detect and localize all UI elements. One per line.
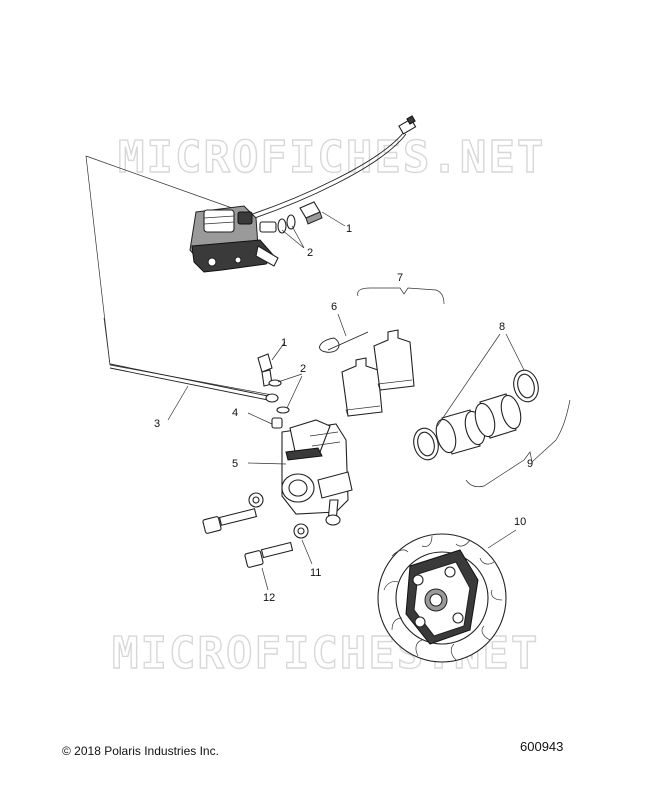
callout-8: 8 — [499, 321, 505, 333]
leader-2a — [281, 225, 305, 249]
copyright-notice: © 2018 Polaris Industries Inc. — [62, 744, 219, 758]
master-cylinder — [189, 205, 279, 273]
brake-rotor — [377, 533, 507, 663]
caliper-seal-large — [513, 369, 539, 403]
bracket-7 — [357, 287, 445, 305]
callout-7: 7 — [397, 272, 403, 284]
brake-caliper — [271, 417, 353, 526]
leader-1b — [271, 341, 286, 361]
leader-4 — [247, 412, 273, 425]
caliper-seal-small — [413, 427, 439, 461]
callout-5: 5 — [232, 458, 238, 470]
pad-spring — [319, 331, 369, 353]
brake-hose — [227, 115, 417, 227]
leader-12 — [261, 567, 269, 591]
caliper-piston-left — [435, 409, 486, 455]
brake-pad-left — [341, 357, 383, 417]
callout-1-lower: 1 — [281, 337, 287, 349]
mounting-bolt-upper — [202, 492, 264, 534]
callout-10: 10 — [514, 516, 526, 528]
callout-11: 11 — [310, 567, 321, 579]
upper-banjo-fitting — [259, 201, 323, 234]
callout-6: 6 — [331, 301, 337, 313]
callout-2-upper: 2 — [307, 247, 313, 259]
callout-4: 4 — [232, 407, 238, 419]
drawing-number: 600943 — [520, 739, 564, 754]
callout-12: 12 — [263, 592, 275, 604]
watermark-top: MICROFICHES.NET — [118, 132, 545, 183]
callout-9: 9 — [527, 458, 533, 470]
lower-banjo-fitting — [257, 353, 290, 414]
callout-1-upper: 1 — [346, 223, 352, 235]
callout-3: 3 — [154, 418, 160, 430]
mounting-bolt-lower — [244, 523, 309, 568]
brake-pad-right — [373, 329, 415, 391]
leader-5 — [247, 462, 287, 465]
leader-11 — [301, 539, 313, 565]
leader-10 — [487, 529, 517, 549]
leader-8 — [435, 333, 525, 429]
brake-line-bracket — [85, 155, 273, 396]
callout-2-lower: 2 — [300, 363, 306, 375]
leader-6 — [337, 313, 347, 337]
bracket-9 — [465, 399, 571, 488]
leader-2b — [277, 373, 303, 409]
leader-1a — [321, 211, 346, 227]
leader-3 — [167, 385, 189, 421]
caliper-piston-right — [474, 393, 522, 439]
caliper-brake-line — [109, 363, 279, 403]
